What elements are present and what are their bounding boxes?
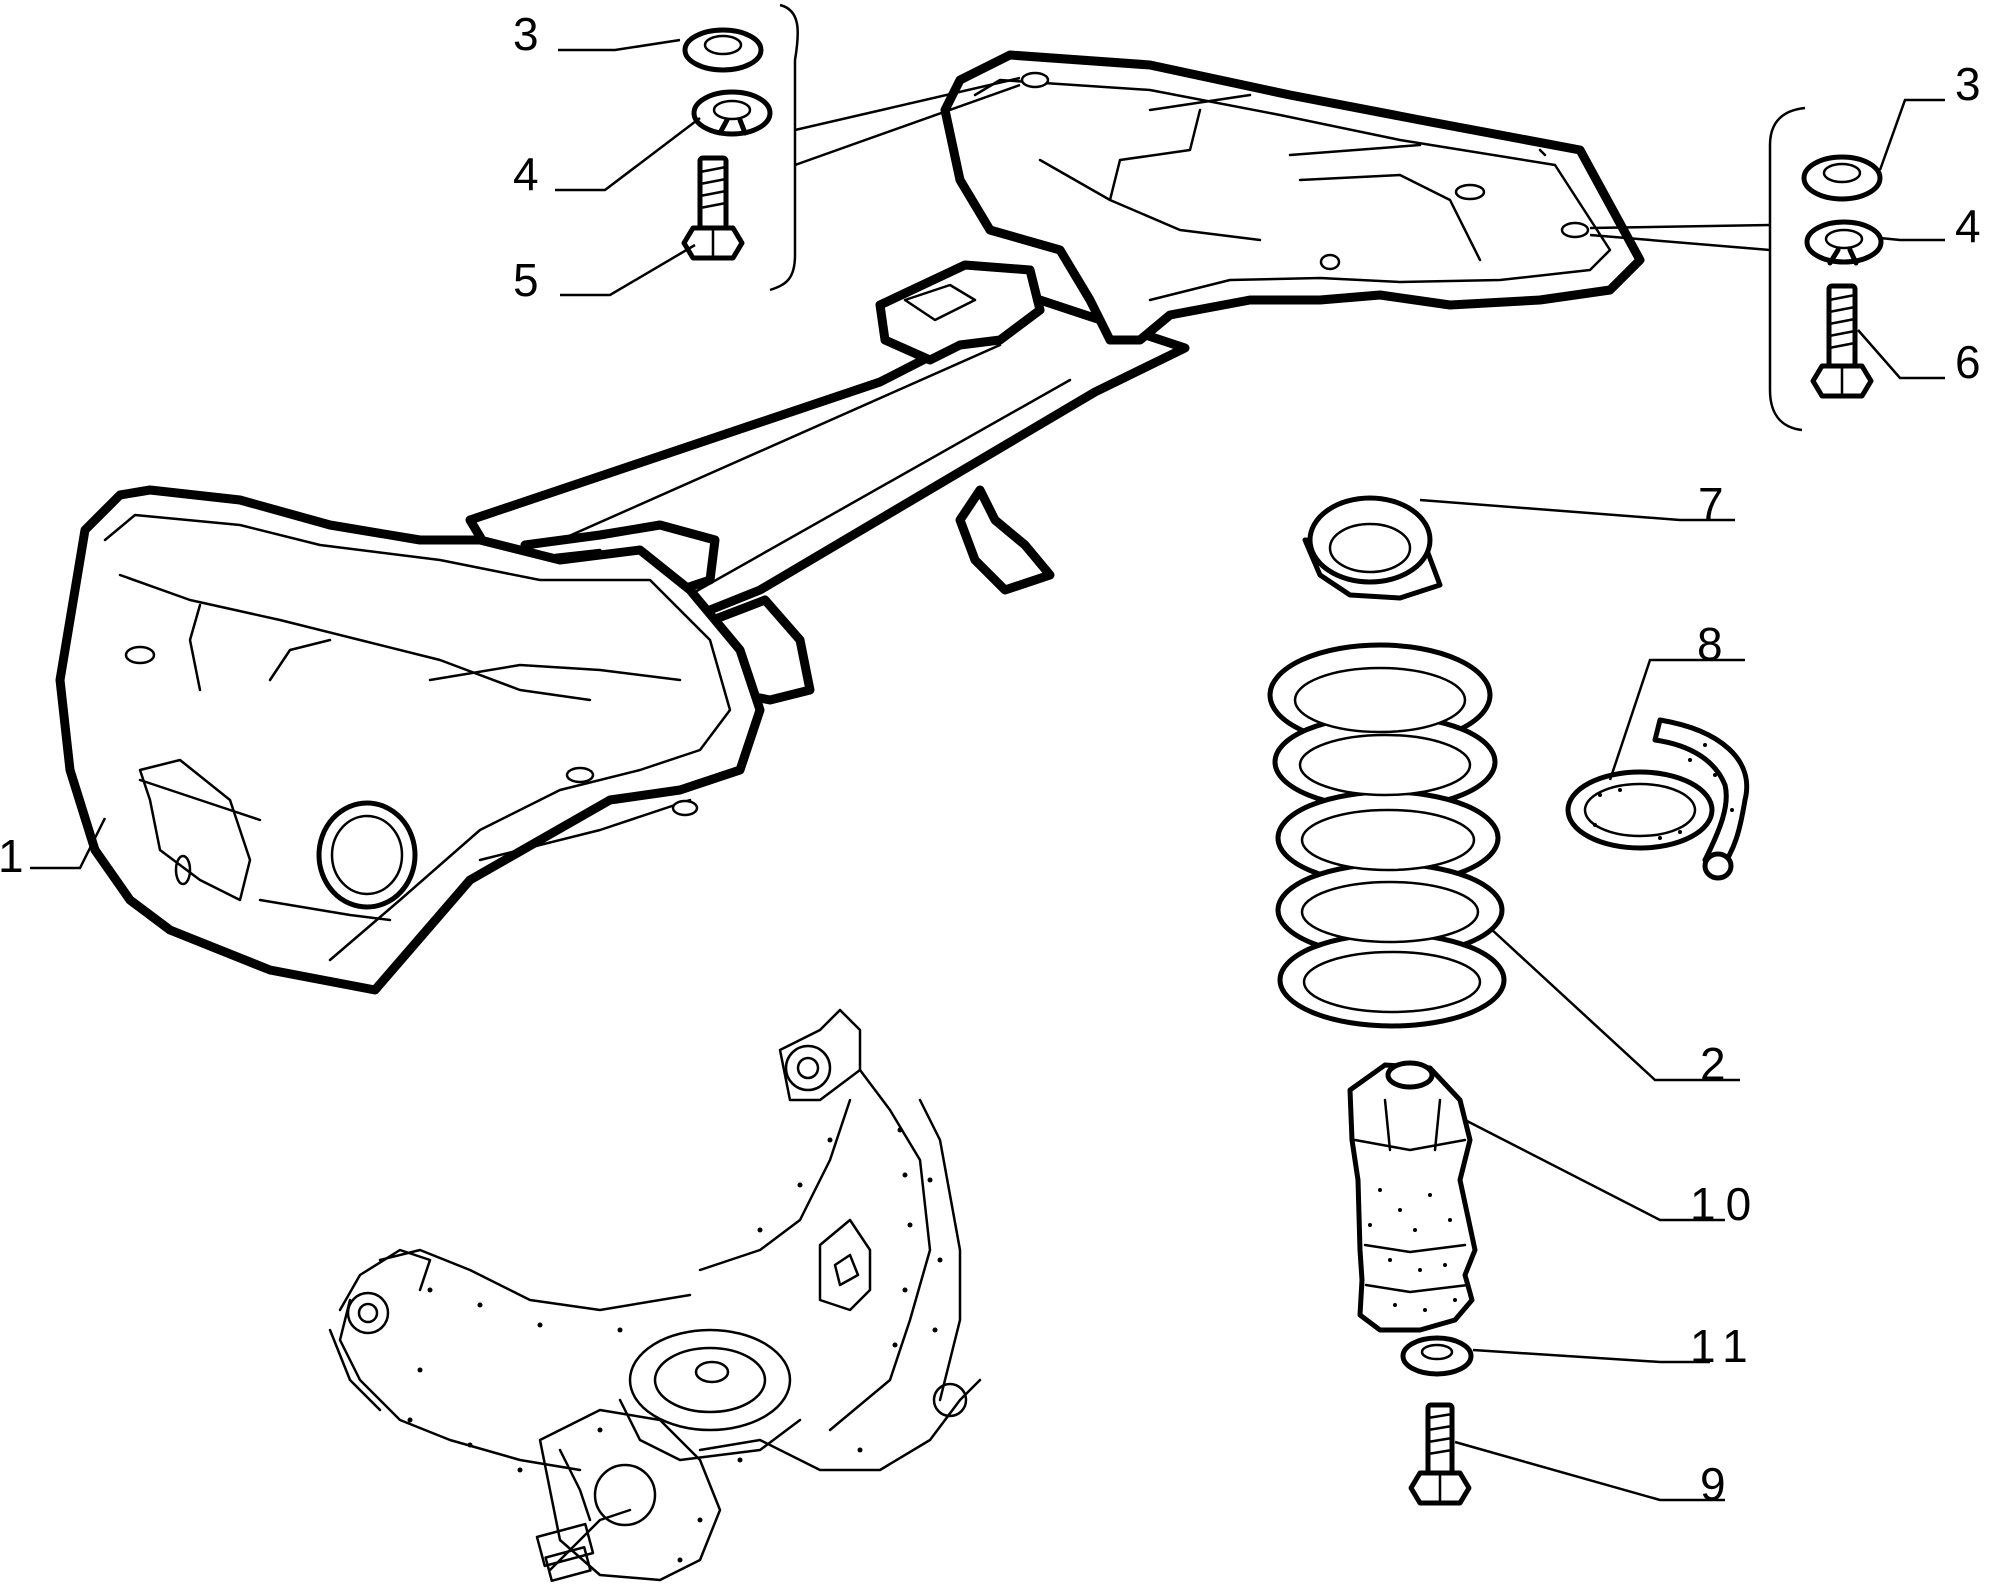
control-arm <box>328 1008 982 1583</box>
callout-6: 6 <box>1955 336 1981 388</box>
callout-labels: 1 2 3 3 4 4 5 6 7 8 9 10 11 <box>0 8 1981 1510</box>
washer-3-right <box>1801 154 1883 202</box>
bolt-6 <box>1810 283 1874 399</box>
lock-washer-4-left <box>691 89 773 137</box>
callout-10: 10 <box>1690 1178 1761 1230</box>
callout-3-left: 3 <box>513 8 539 60</box>
callout-4-right: 4 <box>1955 200 1981 252</box>
callout-8: 8 <box>1697 618 1723 670</box>
bolt-9 <box>1408 1402 1472 1506</box>
callout-11: 11 <box>1690 1320 1758 1372</box>
brace-left-group <box>769 3 800 292</box>
callout-7: 7 <box>1698 478 1724 530</box>
washer-3-left <box>682 27 764 73</box>
callout-9: 9 <box>1700 1458 1726 1510</box>
lock-washer-4-right <box>1804 219 1884 266</box>
spring-insulator-8 <box>1565 717 1750 881</box>
brace-right-group <box>1768 106 1806 432</box>
callout-2: 2 <box>1700 1038 1726 1090</box>
callout-1: 1 <box>0 830 24 882</box>
washer-11 <box>1400 1335 1474 1377</box>
spring-seat-7 <box>1302 495 1443 601</box>
leader-lines <box>30 38 1945 1502</box>
bump-stop-10 <box>1347 1060 1478 1333</box>
coil-spring-2 <box>1267 642 1507 1029</box>
callout-4-left: 4 <box>513 148 539 200</box>
callout-3-right: 3 <box>1955 58 1981 110</box>
crossmember-assembly <box>55 50 1645 995</box>
bolt-5 <box>681 155 745 261</box>
callout-5: 5 <box>513 254 539 306</box>
